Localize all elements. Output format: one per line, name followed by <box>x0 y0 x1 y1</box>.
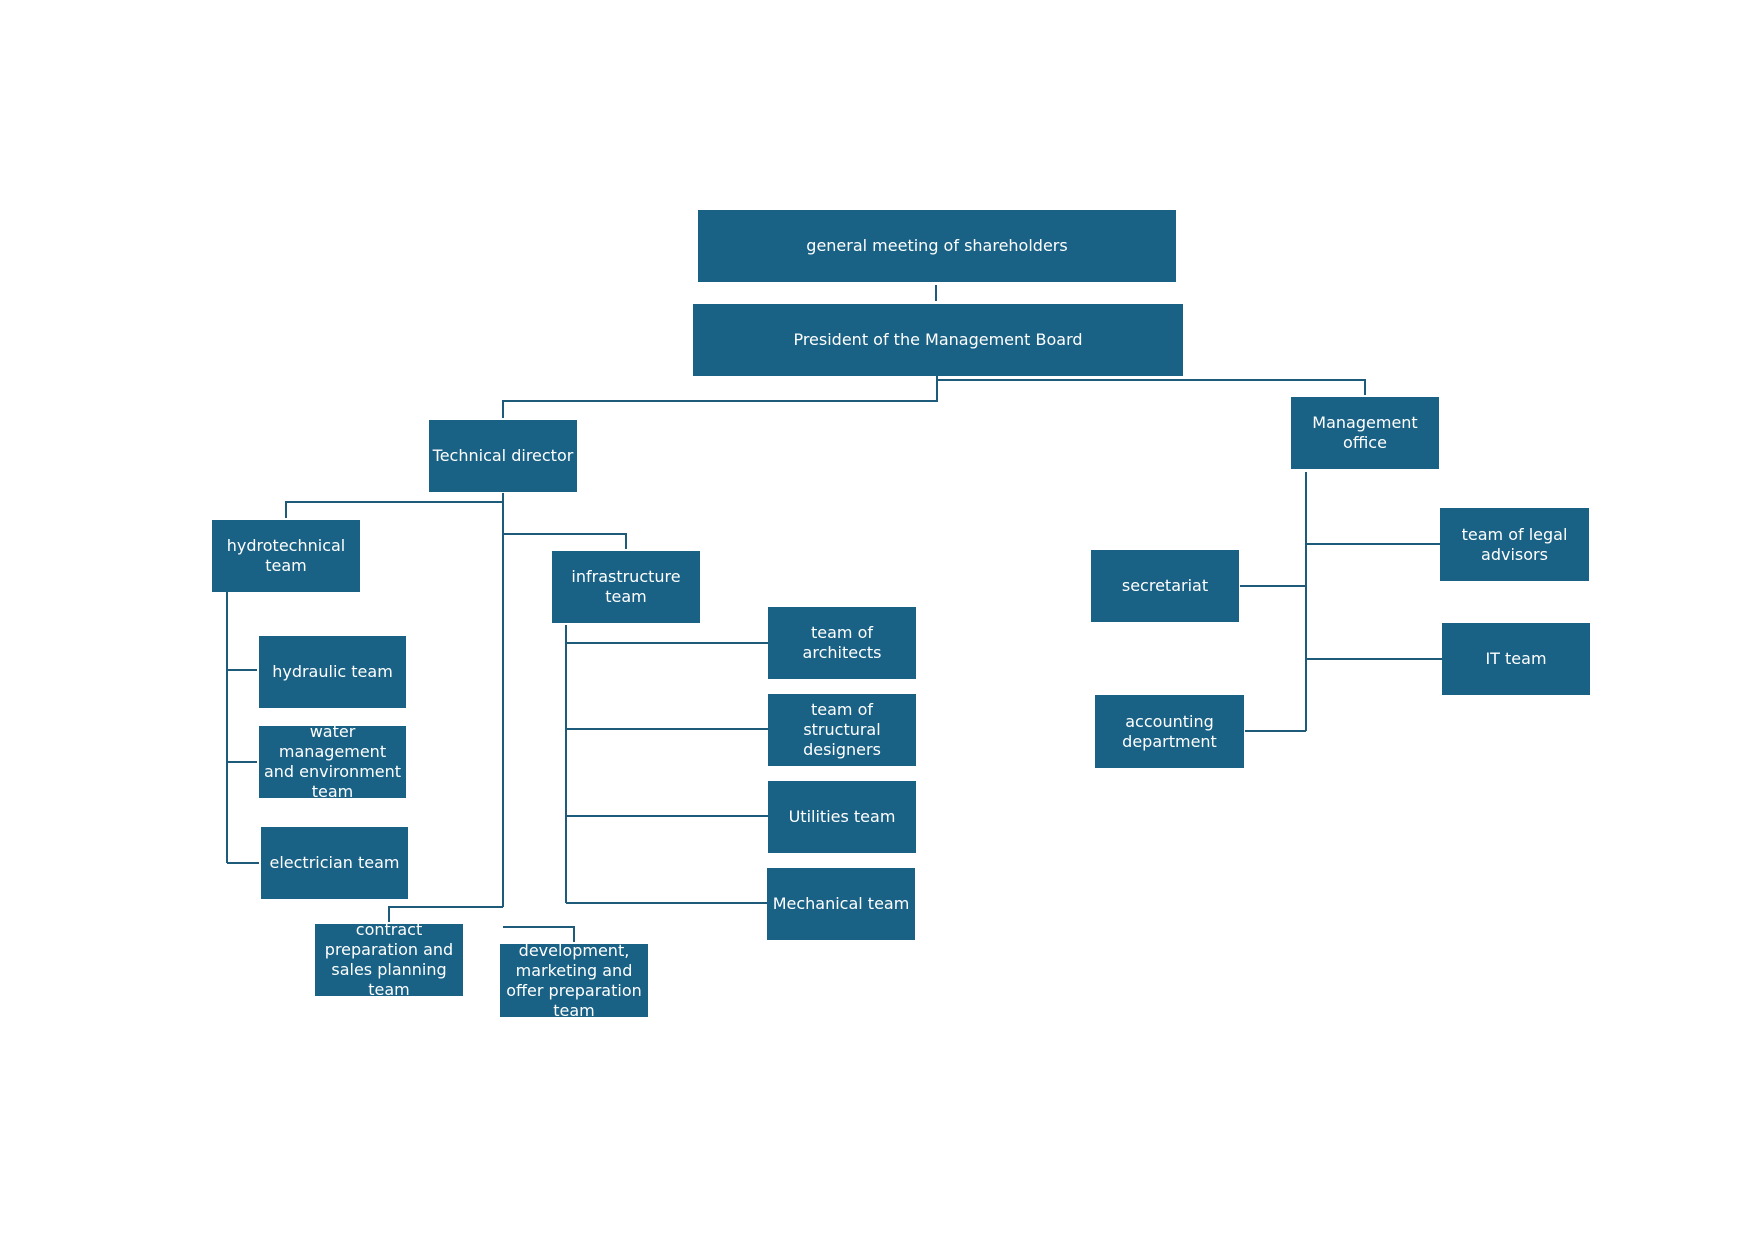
node-architects-team: team of architects <box>768 607 916 679</box>
node-secretariat: secretariat <box>1091 550 1239 622</box>
node-development-team: development, marketing and offer prepara… <box>500 941 648 1020</box>
node-hydrotechnical-team: hydrotechnical team <box>212 520 360 592</box>
node-structural-team: team of structural designers <box>768 694 916 766</box>
connector-president-mgmt <box>937 379 1366 395</box>
node-utilities-team: Utilities team <box>768 781 916 853</box>
node-accounting: accounting department <box>1095 695 1244 768</box>
node-infrastructure-team: infrastructure team <box>552 551 700 623</box>
node-electrician-team: electrician team <box>261 827 408 899</box>
connector-tech-infra <box>503 533 627 549</box>
connector-tech-hydro <box>285 501 503 518</box>
node-mechanical-team: Mechanical team <box>767 868 915 940</box>
node-legal-team: team of legal advisors <box>1440 508 1589 581</box>
node-water-management-team: water management and environment team <box>259 722 406 801</box>
connector-tech-development <box>503 926 575 942</box>
node-it-team: IT team <box>1442 623 1590 695</box>
connector-tech-contract <box>388 906 503 922</box>
connector-president-branch <box>502 376 938 418</box>
node-shareholders: general meeting of shareholders <box>698 210 1176 282</box>
node-hydraulic-team: hydraulic team <box>259 636 406 708</box>
node-technical-director: Technical director <box>429 420 577 492</box>
node-contract-team: contract preparation and sales planning … <box>315 920 463 999</box>
node-management-office: Management office <box>1291 397 1439 469</box>
node-president: President of the Management Board <box>693 304 1183 376</box>
